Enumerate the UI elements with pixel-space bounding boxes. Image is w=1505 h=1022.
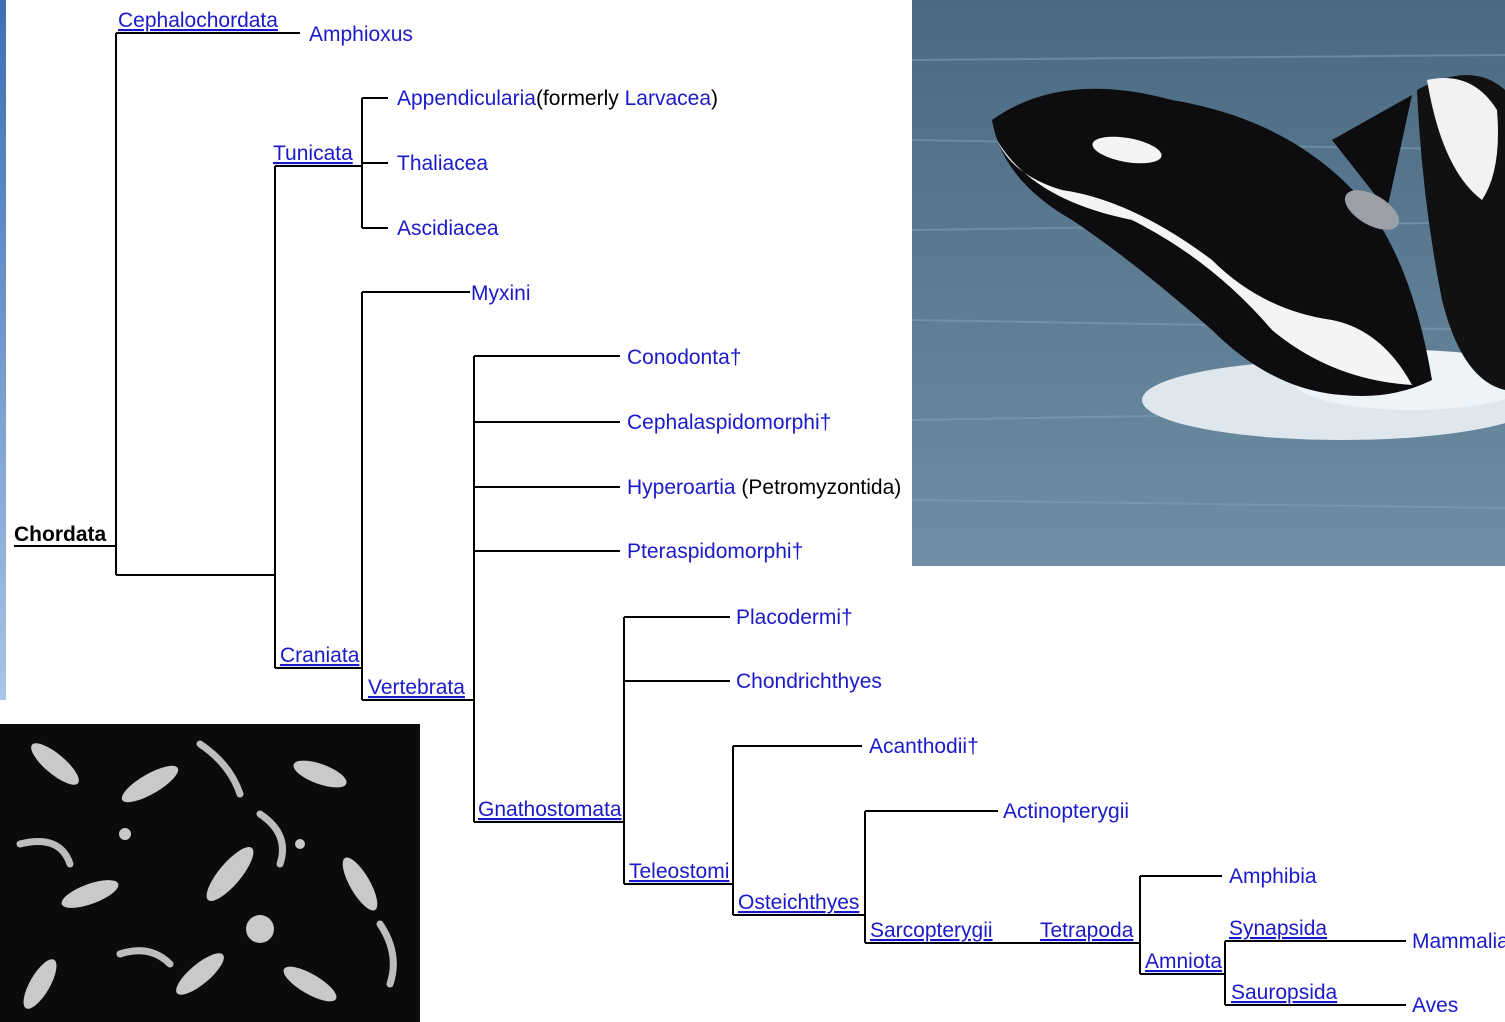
clade-label-tetrapoda[interactable]: Tetrapoda xyxy=(1040,919,1134,942)
clade-label-tunicata[interactable]: Tunicata xyxy=(273,142,353,165)
clade-label-chordata: Chordata xyxy=(14,523,106,546)
leaf-label-thaliacea[interactable]: Thaliacea xyxy=(397,152,488,175)
leaf-label-ascidiacea[interactable]: Ascidiacea xyxy=(397,217,499,240)
leaf-label-cephalaspidomorphi[interactable]: Cephalaspidomorphi† xyxy=(627,411,831,434)
leaf-label-chondrichthyes[interactable]: Chondrichthyes xyxy=(736,670,882,693)
leaf-label-conodonta[interactable]: Conodonta† xyxy=(627,346,741,369)
clade-label-craniata[interactable]: Craniata xyxy=(280,644,360,667)
clade-label-teleostomi[interactable]: Teleostomi xyxy=(629,860,729,883)
leaf-note-close-paren: ) xyxy=(711,87,718,110)
leaf-label-mammalia[interactable]: Mammalia xyxy=(1412,930,1505,953)
leaf-note-formerly: (formerly xyxy=(536,87,625,110)
clade-label-amniota[interactable]: Amniota xyxy=(1145,950,1222,973)
leaf-label-appendicularia-row: Appendicularia(formerly Larvacea) xyxy=(397,87,718,110)
leaf-label-acanthodii[interactable]: Acanthodii† xyxy=(869,735,979,758)
clade-label-gnathostomata[interactable]: Gnathostomata xyxy=(478,798,622,821)
leaf-label-hyperoartia[interactable]: Hyperoartia xyxy=(627,476,736,499)
clade-label-vertebrata[interactable]: Vertebrata xyxy=(368,676,465,699)
leaf-label-placodermi[interactable]: Placodermi† xyxy=(736,606,853,629)
leaf-note-petromyzontida: (Petromyzontida) xyxy=(736,476,902,499)
leaf-label-appendicularia[interactable]: Appendicularia xyxy=(397,87,536,110)
leaf-label-pteraspidomorphi[interactable]: Pteraspidomorphi† xyxy=(627,540,803,563)
leaf-label-amphibia[interactable]: Amphibia xyxy=(1229,865,1317,888)
leaf-label-myxini[interactable]: Myxini xyxy=(471,282,531,305)
leaf-label-amphioxus[interactable]: Amphioxus xyxy=(309,23,413,46)
leaf-label-hyperoartia-row: Hyperoartia (Petromyzontida) xyxy=(627,476,901,499)
clade-label-cephalochordata[interactable]: Cephalochordata xyxy=(118,9,278,32)
clade-label-sarcopterygii[interactable]: Sarcopterygii xyxy=(870,919,993,942)
clade-label-osteichthyes[interactable]: Osteichthyes xyxy=(738,891,859,914)
leaf-label-larvacea[interactable]: Larvacea xyxy=(625,87,712,110)
clade-label-sauropsida[interactable]: Sauropsida xyxy=(1231,981,1338,1004)
leaf-label-actinopterygii[interactable]: Actinopterygii xyxy=(1003,800,1129,823)
clade-label-synapsida[interactable]: Synapsida xyxy=(1229,917,1327,940)
leaf-label-aves[interactable]: Aves xyxy=(1412,994,1458,1017)
